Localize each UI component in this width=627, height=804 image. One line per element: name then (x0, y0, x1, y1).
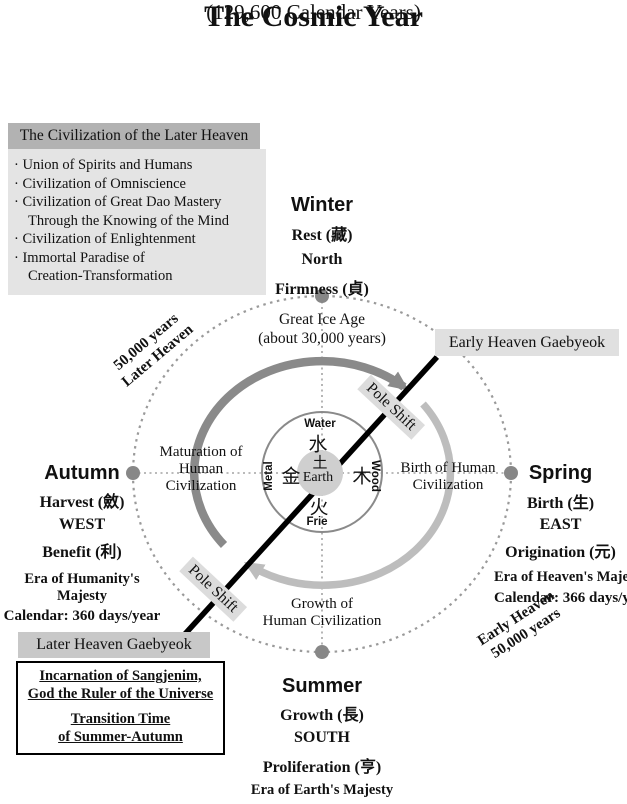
spring-power: Origination (元) (505, 544, 616, 561)
autumn-virtue: Harvest (斂) (39, 494, 125, 511)
phase-line2: Human Civilization (262, 613, 382, 629)
box-line3: Transition Time (70, 711, 171, 727)
season-name-summer: Summer (281, 675, 363, 697)
list-item-text: Civilization of Great Dao Mastery (22, 194, 222, 210)
spring-era: Era of Heaven's Majesty (494, 569, 627, 585)
bullet: · (14, 175, 19, 192)
bullet: · (14, 157, 19, 173)
phase-line3: Civilization (165, 478, 237, 494)
phase-line2: Human (178, 461, 224, 477)
fire-character: 火 (309, 497, 329, 519)
great-ice-age-label: Great Ice Age (about 30,000 years) (258, 310, 386, 348)
water-character: 水 (308, 434, 328, 456)
list-item-text: Immortal Paradise of (22, 249, 145, 266)
sangjenim-incarnation-box: Incarnation of Sangjenim, God the Ruler … (16, 661, 225, 755)
earth-center-circle (297, 450, 343, 496)
spring-virtue: Birth (生) (526, 495, 595, 512)
autumn-power: Benefit (利) (42, 544, 122, 561)
autumn-era-line2: Majesty (57, 587, 107, 604)
wood-label: Wood (369, 460, 381, 492)
later-heaven-arc-arrow (189, 356, 409, 548)
bullet: · (14, 231, 19, 247)
phase-line1: Birth of Human (400, 460, 496, 476)
winter-block: Winter Rest (藏) North Firmness (貞) (240, 194, 404, 299)
growth-phase-label: Growth of Human Civilization (263, 596, 382, 630)
list-item-text: Civilization of Omniscience (22, 175, 186, 192)
spring-direction: EAST (539, 516, 582, 533)
ice-age-line2: (about 30,000 years) (258, 330, 386, 347)
bullet: · (14, 249, 19, 266)
fire-label: Frie (306, 516, 328, 528)
season-name-winter: Winter (290, 194, 354, 216)
water-label: Water (304, 418, 336, 430)
ice-age-line1: Great Ice Age (278, 311, 366, 328)
earth-label: Earth (302, 470, 334, 485)
earth-character: 土 (312, 455, 328, 472)
season-name-spring: Spring (528, 462, 593, 484)
early-heaven-gaebyeok-label: Early Heaven Gaebyeok (435, 329, 619, 356)
autumn-era-line1: Era of Humanity's (24, 571, 140, 587)
box-line1: Incarnation of Sangjenim, (39, 668, 202, 684)
maturation-phase-label: Maturation of Human Civilization (160, 444, 243, 495)
summer-direction: SOUTH (293, 729, 350, 746)
list-item-continuation: Creation-Transformation (28, 268, 173, 284)
bullet: · (14, 194, 19, 210)
autumn-block: Autumn Harvest (斂) WEST Benefit (利) Era … (0, 462, 164, 625)
list-item-text: Civilization of Enlightenment (22, 231, 196, 247)
list-item: · Immortal Paradise of (14, 249, 262, 268)
inner-elements-ring (261, 411, 383, 533)
page-subtitle: (129,600 Calendar Years) (206, 0, 421, 24)
winter-virtue: Rest (藏) (291, 227, 353, 244)
list-item-continuation: Through the Knowing of the Mind (28, 212, 229, 229)
autumn-node-dot (126, 466, 140, 480)
summer-block: Summer Growth (長) SOUTH Proliferation (亨… (222, 675, 422, 804)
list-item: · Union of Spirits and Humans (14, 156, 262, 175)
summer-era: Era of Earth's Majesty (250, 782, 394, 798)
autumn-direction: WEST (58, 516, 106, 533)
winter-direction: North (301, 251, 343, 268)
box-line2: God the Ruler of the Universe (27, 685, 214, 702)
summer-virtue: Growth (長) (280, 707, 364, 724)
summer-calendar: Calendar: 365¼ days/year (222, 803, 422, 804)
winter-node-dot (315, 289, 329, 303)
list-item-text: Union of Spirits and Humans (22, 157, 193, 173)
metal-character: 金 (281, 466, 301, 488)
phase-line1: Maturation of (159, 444, 243, 460)
early-heaven-arc-arrow (243, 401, 455, 589)
summer-power: Proliferation (亨) (262, 759, 382, 776)
phase-line2: Civilization (412, 477, 484, 493)
page-title: The Cosmic Year (204, 0, 423, 33)
list-item: · Civilization of Omniscience (14, 175, 262, 194)
civilization-box-header: The Civilization of the Later Heaven (8, 123, 260, 149)
later-heaven-gaebyeok-label: Later Heaven Gaebyeok (18, 632, 210, 658)
phase-line1: Growth of (290, 596, 354, 612)
spring-node-dot (504, 466, 518, 480)
list-item: · Civilization of Enlightenment (14, 230, 262, 249)
spring-block: Spring Birth (生) EAST Origination (元) Er… (494, 462, 627, 607)
season-name-autumn: Autumn (44, 462, 120, 484)
list-item: · Civilization of Great Dao Mastery (14, 193, 262, 212)
metal-label: Metal (263, 461, 275, 491)
summer-node-dot (315, 645, 329, 659)
birth-phase-label: Birth of Human Civilization (401, 460, 496, 494)
civilization-box-list: · Union of Spirits and Humans · Civiliza… (8, 149, 266, 295)
autumn-calendar: Calendar: 360 days/year (3, 608, 161, 624)
winter-power: Firmness (貞) (275, 281, 369, 298)
box-line4: of Summer-Autumn (58, 728, 183, 745)
spring-calendar: Calendar: 366 days/year (494, 589, 627, 606)
wood-character: 木 (352, 466, 372, 488)
